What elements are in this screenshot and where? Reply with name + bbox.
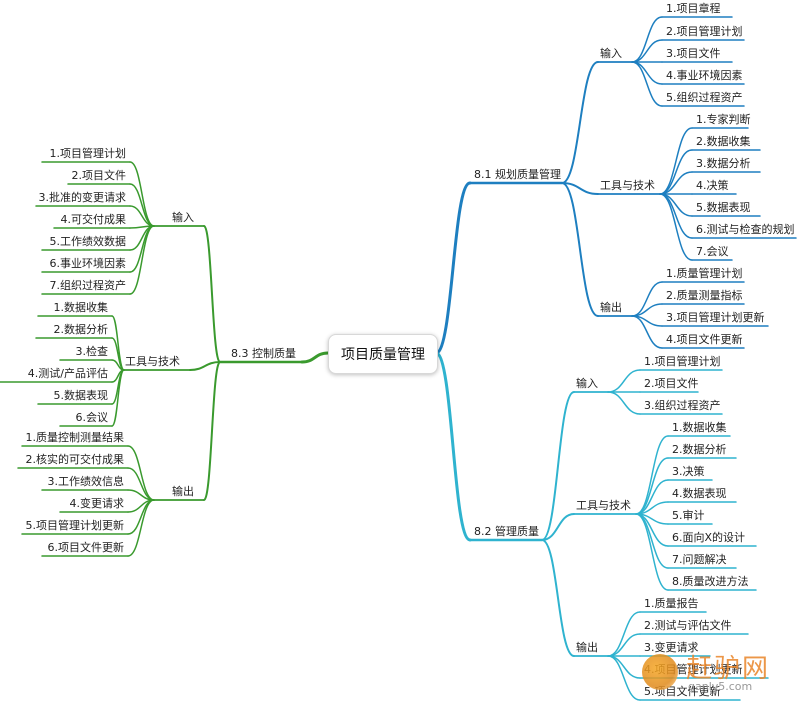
b82-output-leaf-connector	[607, 633, 641, 657]
b83-tools-item[interactable]: 6.会议	[75, 411, 109, 424]
b83-tools-connector	[189, 361, 221, 371]
b82-tools-item[interactable]: 2.数据分析	[672, 443, 727, 456]
b81-input-item[interactable]: 2.项目管理计划	[666, 25, 743, 38]
b83-output-leaf-connector	[127, 499, 155, 557]
watermark: 赶驴网 ganlv5.com	[642, 648, 792, 698]
b83-tools-label[interactable]: 工具与技术	[125, 355, 180, 368]
b82-tools-label[interactable]: 工具与技术	[576, 499, 631, 512]
b83-tools-leaf-connector	[111, 315, 125, 371]
b83-input-connector	[203, 225, 221, 363]
b83-tools-item[interactable]: 4.测试/产品评估	[27, 367, 108, 380]
b82-tools-leaf-connector	[635, 513, 669, 569]
watermark-logo-icon	[642, 654, 678, 690]
b83-tools-leaf-connector	[111, 369, 125, 427]
b81-input-item[interactable]: 5.组织过程资产	[666, 91, 743, 104]
b81-input-leaf-connector	[631, 16, 663, 63]
b82-tools-leaf-connector	[635, 457, 669, 515]
b83-tools-item[interactable]: 3.检查	[75, 345, 109, 358]
b81-title[interactable]: 8.1 规划质量管理	[474, 168, 561, 181]
b83-output-item[interactable]: 3.工作绩效信息	[47, 475, 125, 488]
b81-tools-item[interactable]: 1.专家判断	[696, 113, 751, 126]
b81-tools-connector	[561, 182, 599, 195]
b81-input-item[interactable]: 3.项目文件	[666, 47, 721, 60]
b81-input-item[interactable]: 1.项目章程	[666, 2, 721, 15]
b82-connector	[434, 351, 472, 542]
b83-input-item[interactable]: 5.工作绩效数据	[49, 235, 127, 248]
b81-tools-item[interactable]: 5.数据表现	[696, 201, 751, 214]
b82-output-item[interactable]: 3.变更请求	[644, 641, 699, 654]
b82-output-connector	[541, 539, 575, 657]
b81-tools-item[interactable]: 7.会议	[696, 245, 729, 258]
b83-tools-item[interactable]: 1.数据收集	[53, 301, 109, 314]
b82-input-leaf-connector	[607, 369, 641, 393]
b83-tools-item[interactable]: 5.数据表现	[53, 389, 109, 402]
b81-input-item[interactable]: 4.事业环境因素	[666, 69, 743, 82]
b81-output-label[interactable]: 输出	[600, 301, 622, 314]
b81-output-item[interactable]: 2.质量测量指标	[666, 289, 743, 302]
b83-output-item[interactable]: 4.变更请求	[69, 497, 125, 510]
b83-input-item[interactable]: 1.项目管理计划	[49, 147, 127, 160]
b82-tools-item[interactable]: 6.面向X的设计	[672, 531, 746, 544]
b81-input-label[interactable]: 输入	[600, 47, 622, 60]
b82-input-item[interactable]: 2.项目文件	[644, 377, 699, 390]
b82-tools-item[interactable]: 4.数据表现	[672, 487, 727, 500]
root-node-label: 项目质量管理	[341, 347, 425, 363]
b83-input-label[interactable]: 输入	[172, 211, 194, 224]
b83-input-item[interactable]: 3.批准的变更请求	[38, 191, 127, 204]
b83-input-item[interactable]: 6.事业环境因素	[49, 257, 127, 270]
b81-output-leaf-connector	[631, 315, 663, 349]
b82-tools-item[interactable]: 1.数据收集	[672, 421, 727, 434]
watermark-url: ganlv5.com	[688, 680, 753, 693]
b82-input-connector	[541, 391, 575, 541]
b81-output-item[interactable]: 4.项目文件更新	[666, 333, 743, 346]
b82-output-item[interactable]: 1.质量报告	[644, 597, 699, 610]
b82-output-label[interactable]: 输出	[576, 641, 598, 654]
b81-connector	[434, 181, 472, 355]
b83-connector	[300, 351, 330, 364]
b83-input-item[interactable]: 4.可交付成果	[60, 213, 127, 226]
b81-tools-label[interactable]: 工具与技术	[600, 179, 655, 192]
b83-output-label[interactable]: 输出	[172, 485, 194, 498]
b83-output-item[interactable]: 2.核实的可交付成果	[25, 453, 125, 466]
b81-output-connector	[561, 182, 599, 317]
b82-input-label[interactable]: 输入	[576, 377, 598, 390]
root-node[interactable]: 项目质量管理	[328, 334, 438, 374]
b82-tools-item[interactable]: 7.问题解决	[672, 553, 727, 566]
b82-output-leaf-connector	[607, 655, 641, 679]
b83-output-connector	[203, 361, 221, 501]
b82-tools-item[interactable]: 3.决策	[672, 465, 705, 478]
b82-tools-item[interactable]: 8.质量改进方法	[672, 575, 749, 588]
b81-output-item[interactable]: 3.项目管理计划更新	[666, 311, 765, 324]
b82-tools-connector	[541, 513, 575, 541]
b81-tools-item[interactable]: 2.数据收集	[696, 135, 751, 148]
b82-tools-item[interactable]: 5.审计	[672, 509, 705, 522]
b81-tools-item[interactable]: 4.决策	[696, 179, 729, 192]
b81-input-connector	[561, 61, 599, 184]
b83-output-item[interactable]: 5.项目管理计划更新	[25, 519, 125, 532]
b83-input-item[interactable]: 7.组织过程资产	[49, 279, 127, 292]
b81-tools-item[interactable]: 3.数据分析	[696, 157, 751, 170]
b81-input-leaf-connector	[631, 61, 663, 107]
b81-output-item[interactable]: 1.质量管理计划	[666, 267, 743, 280]
b82-title[interactable]: 8.2 管理质量	[474, 525, 539, 538]
b83-output-item[interactable]: 1.质量控制测量结果	[25, 431, 125, 444]
b82-tools-leaf-connector	[635, 513, 669, 591]
b83-title[interactable]: 8.3 控制质量	[231, 347, 296, 360]
b82-input-item[interactable]: 1.项目管理计划	[644, 355, 721, 368]
b82-output-item[interactable]: 2.测试与评估文件	[644, 619, 732, 632]
b83-output-leaf-connector	[127, 445, 155, 501]
b83-tools-item[interactable]: 2.数据分析	[53, 323, 109, 336]
b82-output-leaf-connector	[607, 655, 641, 701]
watermark-text: 赶驴网	[686, 654, 771, 684]
b81-input-leaf-connector	[631, 39, 663, 63]
b83-input-item[interactable]: 2.项目文件	[71, 169, 127, 182]
b81-input-leaf-connector	[631, 61, 663, 85]
b83-input-leaf-connector	[129, 225, 155, 295]
b82-input-item[interactable]: 3.组织过程资产	[644, 399, 721, 412]
b83-output-item[interactable]: 6.项目文件更新	[47, 541, 125, 554]
b81-tools-leaf-connector	[659, 193, 693, 261]
b81-tools-item[interactable]: 6.测试与检查的规划	[696, 223, 795, 236]
b82-input-leaf-connector	[607, 391, 641, 415]
